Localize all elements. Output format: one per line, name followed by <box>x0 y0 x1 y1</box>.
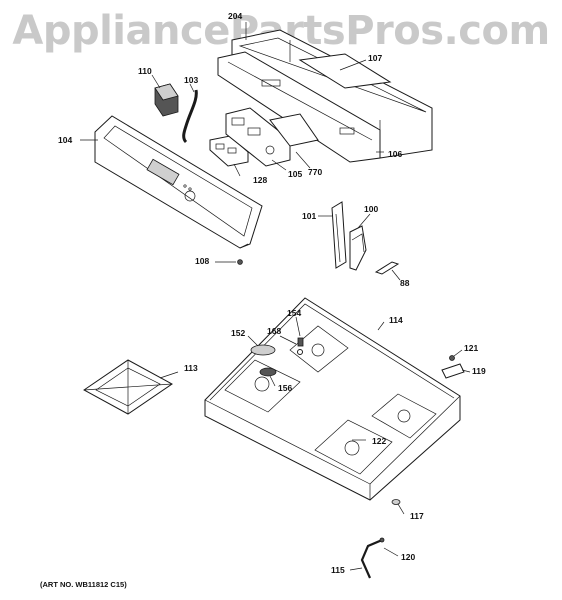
orifice <box>297 337 304 347</box>
screw-121 <box>449 355 455 361</box>
clock-timer <box>225 107 291 167</box>
callout-154: 154 <box>287 308 302 318</box>
callout-106: 106 <box>388 149 403 159</box>
side-brackets <box>331 201 367 271</box>
callout-100: 100 <box>364 204 379 214</box>
orifice-washer <box>297 349 303 355</box>
callout-105: 105 <box>288 169 303 179</box>
leader-lines <box>80 22 471 571</box>
callout-113: 113 <box>184 363 198 373</box>
clock-clip <box>269 113 319 147</box>
burner-grate <box>83 359 173 415</box>
callout-101: 101 <box>302 211 317 221</box>
grommet <box>391 499 401 505</box>
screw-108 <box>237 259 243 265</box>
callout-107: 107 <box>368 53 383 63</box>
tube-fitting <box>379 537 385 543</box>
callout-114: 114 <box>389 315 403 325</box>
callout-156: 156 <box>278 383 293 393</box>
burner-cap <box>250 344 276 356</box>
callout-770: 770 <box>308 167 323 177</box>
hinge-119 <box>441 363 465 379</box>
callout-104: 104 <box>58 135 73 145</box>
callout-115: 115 <box>331 565 345 575</box>
burner-head <box>259 367 277 377</box>
art-number: (ART NO. WB11812 C15) <box>40 580 127 589</box>
gas-tube <box>360 538 383 579</box>
callout-122: 122 <box>372 436 387 446</box>
callout-108: 108 <box>195 256 210 266</box>
wire-harness <box>182 89 198 144</box>
callout-168: 168 <box>267 326 282 336</box>
callout-152: 152 <box>231 328 246 338</box>
callout-88: 88 <box>400 278 410 288</box>
callout-119: 119 <box>472 366 486 376</box>
ignition-module <box>154 83 179 117</box>
callout-121: 121 <box>464 343 479 353</box>
control-panel <box>94 115 263 249</box>
callout-117: 117 <box>410 511 424 521</box>
backsplash-panel <box>231 29 433 159</box>
callout-128: 128 <box>253 175 268 185</box>
rear-bracket <box>217 51 381 163</box>
callout-204: 204 <box>228 11 243 21</box>
callout-110: 110 <box>138 66 152 76</box>
small-bar <box>374 261 400 275</box>
callout-120: 120 <box>401 552 416 562</box>
callout-103: 103 <box>184 75 199 85</box>
